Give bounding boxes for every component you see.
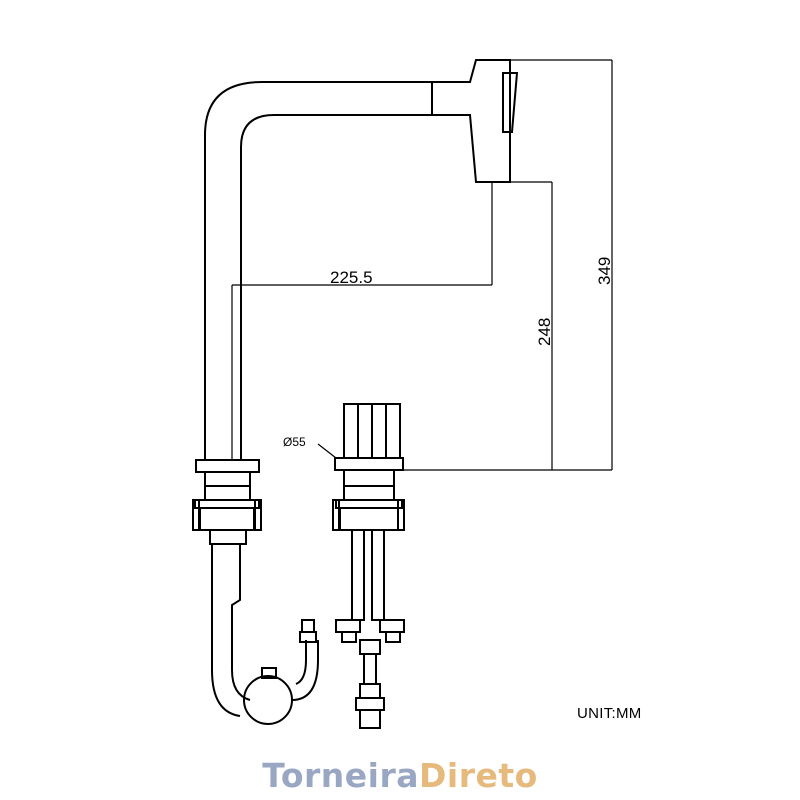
reach-dimension: 225.5 bbox=[330, 268, 373, 287]
spout-body bbox=[204, 59, 519, 460]
watermark-part-2: Direto bbox=[419, 756, 538, 795]
dimension-lines bbox=[231, 59, 613, 471]
left-base bbox=[192, 459, 262, 545]
watermark-logo: TorneiraDireto bbox=[0, 756, 800, 795]
watermark-part-1: Torneira bbox=[262, 756, 419, 795]
base-diameter-dimension: Ø55 bbox=[283, 435, 306, 449]
unit-label: UNIT:MM bbox=[577, 705, 642, 722]
spout-height-dimension: 248 bbox=[535, 318, 554, 346]
mixer-handle bbox=[332, 403, 405, 729]
pull-out-hose bbox=[211, 544, 319, 725]
total-height-dimension: 349 bbox=[595, 257, 614, 285]
